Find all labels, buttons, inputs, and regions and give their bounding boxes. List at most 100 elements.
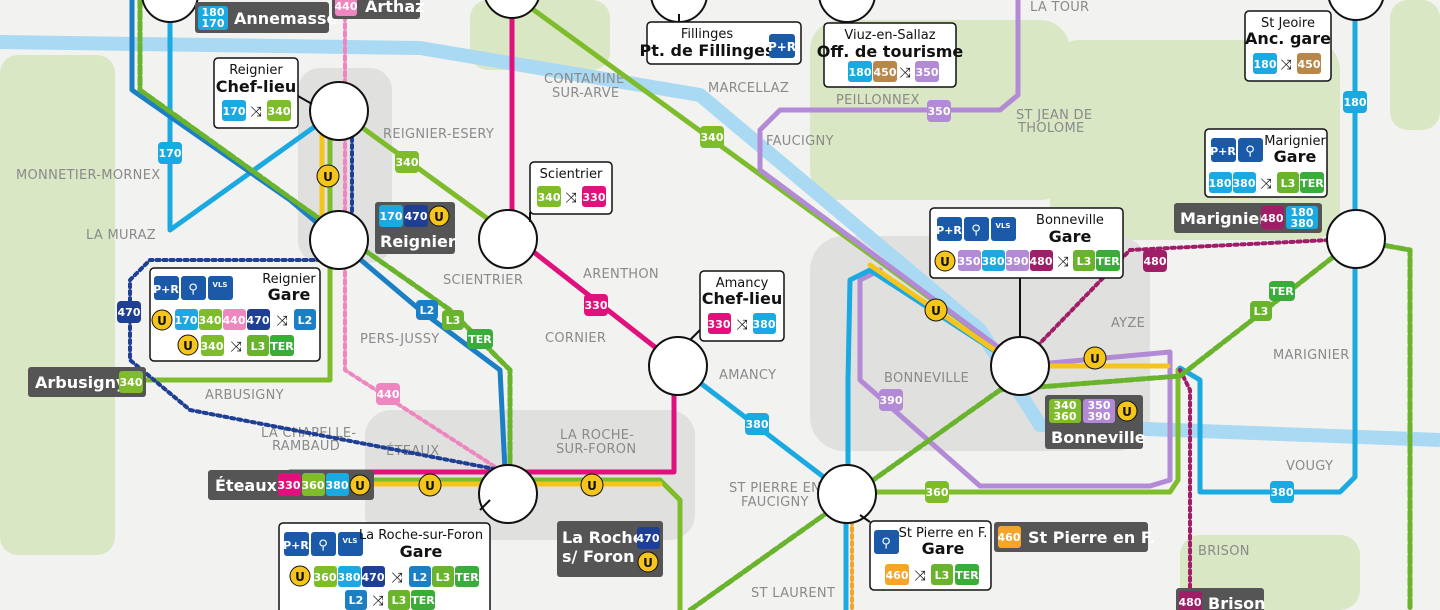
svg-text:⤨: ⤨ — [276, 313, 288, 329]
card-st-jeoire[interactable]: St Jeoire Anc. gare 180 ⤨ 450 — [1244, 10, 1332, 82]
svg-text:360: 360 — [1054, 410, 1077, 423]
svg-text:U: U — [643, 556, 653, 570]
svg-text:480: 480 — [1179, 596, 1202, 609]
svg-text:330: 330 — [583, 191, 606, 204]
card-bonneville-gare[interactable]: P+R ⚲ VLS Bonneville Gare U 350 380 390 … — [929, 207, 1124, 338]
svg-text:Gare: Gare — [1049, 227, 1092, 246]
town-label: VOUGY — [1286, 459, 1333, 474]
svg-text:⤨: ⤨ — [372, 593, 384, 609]
svg-text:L3: L3 — [436, 571, 451, 584]
svg-text:380: 380 — [1291, 217, 1314, 230]
chip-480: 480 — [1143, 250, 1167, 272]
chip-L3: L3 — [1250, 301, 1272, 321]
svg-text:330: 330 — [278, 479, 301, 492]
junction-marker — [309, 210, 369, 270]
svg-text:Arthaz: Arthaz — [365, 0, 424, 16]
stop-label-st-pierre[interactable]: 460 St Pierre en F. — [994, 522, 1155, 552]
card-st-pierre-gare[interactable]: ⚲ St Pierre en F. Gare 460 ⤨ L3 TER — [859, 514, 992, 591]
town-label: LA ROCHE- — [560, 428, 634, 443]
svg-text:180: 180 — [1254, 58, 1277, 71]
svg-text:⤨: ⤨ — [1260, 176, 1272, 192]
svg-text:380: 380 — [338, 571, 361, 584]
card-amancy[interactable]: Amancy Chef-lieu 330 ⤨ 380 — [689, 270, 785, 342]
town-label: SUR-FORON — [556, 442, 636, 457]
svg-text:Marignier: Marignier — [1180, 209, 1267, 228]
card-scientrier[interactable]: Scientrier 340 ⤨ 330 — [529, 161, 613, 222]
junction-marker — [478, 464, 538, 524]
stop-label-arthaz[interactable]: 440 Arthaz — [332, 0, 424, 19]
stop-label-eteaux[interactable]: Éteaux 330 360 380 U — [208, 470, 374, 500]
svg-text:Chef-lieu: Chef-lieu — [216, 77, 297, 96]
svg-text:340: 340 — [199, 314, 222, 327]
svg-text:⤨: ⤨ — [914, 568, 926, 584]
stop-label-marignier[interactable]: Marignier 480 180 380 — [1174, 203, 1322, 233]
svg-text:380: 380 — [1233, 177, 1256, 190]
junction-marker — [141, 0, 199, 23]
stop-label-la-roche[interactable]: La Roche s/ Foron 470 U — [557, 521, 663, 577]
card-fillinges[interactable]: Fillinges Pt. de Fillinges P+R — [640, 14, 802, 65]
stop-label-reignier[interactable]: 170 470 U Reignier — [375, 202, 456, 254]
card-reignier-chef-lieu[interactable]: Reignier Chef-lieu 170 ⤨ 340 — [213, 57, 313, 129]
svg-text:⤨: ⤨ — [250, 104, 262, 120]
town-label: MARCELLAZ — [708, 81, 789, 96]
junction-marker — [1326, 209, 1386, 269]
svg-text:180: 180 — [849, 66, 872, 79]
chip-U: U — [316, 164, 340, 188]
svg-text:Gare: Gare — [268, 285, 311, 304]
svg-text:⤨: ⤨ — [391, 570, 403, 586]
card-viuz[interactable]: Viuz-en-Sallaz Off. de tourisme 180 450 … — [817, 22, 964, 88]
line-380b — [845, 267, 1021, 497]
chip-440: 440 — [376, 383, 400, 405]
town-label: ARBUSIGNY — [205, 388, 284, 403]
svg-text:Fillinges: Fillinges — [681, 27, 733, 42]
svg-text:⤨: ⤨ — [1057, 254, 1069, 270]
svg-text:P+R: P+R — [936, 224, 962, 237]
card-marignier-gare[interactable]: P+R ⚲ Marignier Gare 180 380 ⤨ L3 TER — [1204, 128, 1328, 198]
svg-text:L3: L3 — [251, 340, 266, 353]
svg-text:TER: TER — [955, 569, 979, 582]
svg-text:340: 340 — [1054, 399, 1077, 412]
chip-340: 340 — [395, 151, 419, 173]
svg-text:TER: TER — [270, 340, 294, 353]
svg-text:VLS: VLS — [996, 222, 1011, 230]
svg-text:Bonneville: Bonneville — [1036, 213, 1104, 228]
card-la-roche-gare[interactable]: P+R ⚲ VLS La Roche-sur-Foron Gare U 360 … — [278, 499, 491, 610]
svg-text:Reignier: Reignier — [229, 63, 283, 78]
svg-text:180: 180 — [1344, 96, 1367, 109]
svg-text:U: U — [1122, 405, 1132, 419]
stop-label-brison[interactable]: 480 Brison — [1176, 588, 1265, 610]
svg-text:360: 360 — [314, 571, 337, 584]
line-chips: 170 340 340 350 180 470 330 L2 L3 TER 44… — [117, 91, 1367, 503]
svg-text:Arbusigny: Arbusigny — [35, 373, 127, 392]
chip-340: 340 — [700, 126, 724, 148]
svg-text:350: 350 — [958, 255, 981, 268]
stop-label-bonneville[interactable]: 340 360 350 390 U Bonneville — [1045, 395, 1146, 449]
svg-text:Viuz-en-Sallaz: Viuz-en-Sallaz — [844, 28, 935, 43]
svg-text:U: U — [183, 339, 193, 353]
junctions — [141, 0, 1386, 524]
town-label: AYZE — [1111, 316, 1145, 331]
svg-text:480: 480 — [1030, 255, 1053, 268]
town-label: PEILLONNEX — [836, 93, 920, 108]
chip-TER: TER — [467, 329, 493, 349]
svg-text:330: 330 — [585, 299, 608, 312]
svg-text:La Roche: La Roche — [562, 528, 644, 547]
card-reignier-gare[interactable]: P+R ⚲ VLS Reignier Gare U 170 340 440 47… — [149, 267, 321, 362]
chip-380: 380 — [745, 413, 769, 435]
town-label: ST PIERRE EN — [729, 481, 821, 496]
svg-text:U: U — [323, 170, 333, 184]
svg-text:440: 440 — [377, 388, 400, 401]
junction-marker — [990, 336, 1050, 396]
svg-text:⚲: ⚲ — [188, 282, 198, 297]
svg-text:U: U — [355, 479, 365, 493]
town-label: SUR-ARVE — [552, 86, 619, 101]
town-label: AMANCY — [719, 368, 776, 383]
svg-text:Gare: Gare — [1274, 147, 1317, 166]
town-labels: LA TOUR CONTAMINE- SUR-ARVE MARCELLAZ PE… — [16, 0, 1349, 601]
svg-text:180: 180 — [1209, 177, 1232, 190]
svg-text:470: 470 — [405, 210, 428, 223]
stop-label-arbusigny[interactable]: Arbusigny 340 — [28, 367, 146, 397]
stop-label-annemasse[interactable]: 180 170 Annemasse — [195, 2, 338, 33]
town-label: ST JEAN DE — [1016, 108, 1092, 123]
